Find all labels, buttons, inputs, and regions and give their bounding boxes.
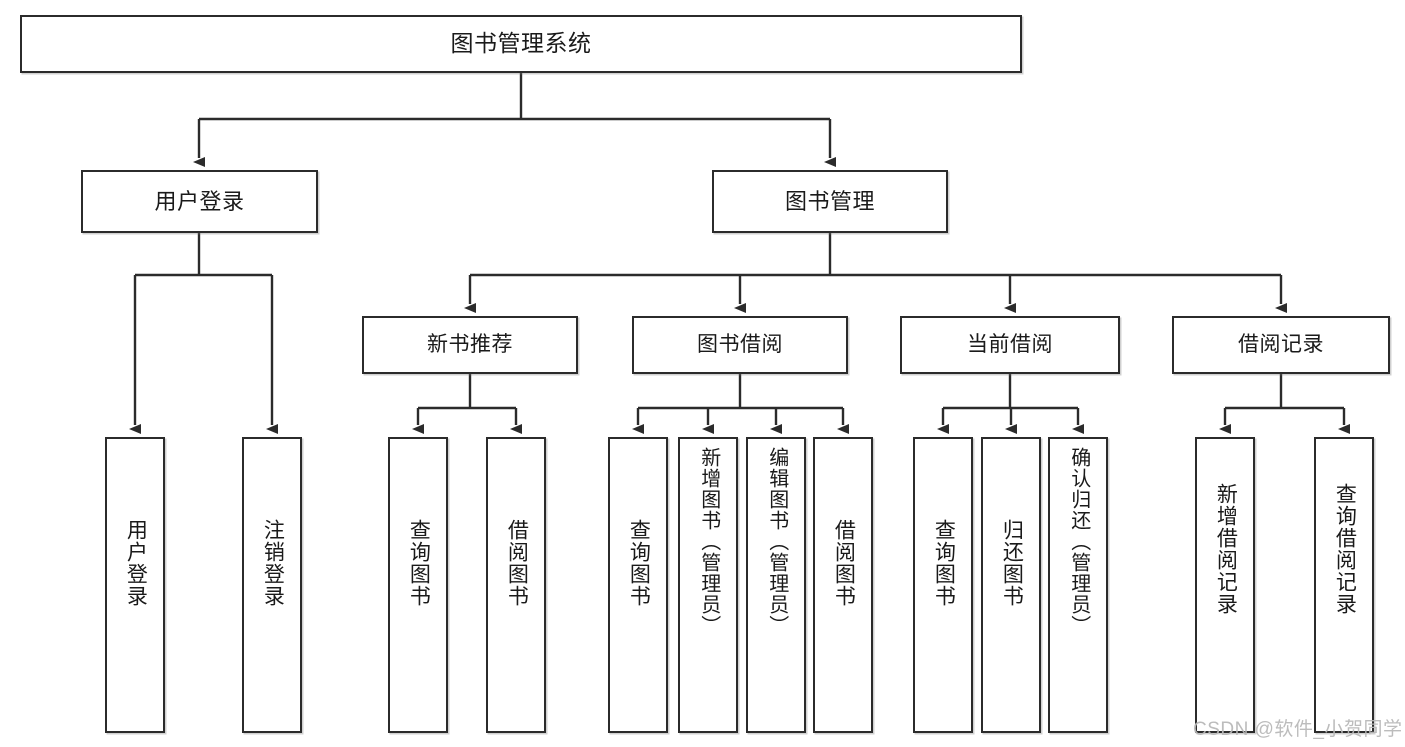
node-leaf-query-book-current[interactable]: 查询图书 (913, 437, 973, 733)
node-leaf-query-book-recommend[interactable]: 查询图书 (388, 437, 448, 733)
node-leaf-logout-login[interactable]: 注销登录 (242, 437, 302, 733)
node-label: 新书推荐 (427, 332, 513, 356)
node-label: 归还图书 (1000, 519, 1024, 607)
node-leaf-add-book[interactable]: 新增图书（管理员） (678, 437, 738, 733)
node-label: 借阅图书 (505, 519, 529, 607)
node-leaf-edit-book[interactable]: 编辑图书（管理员） (746, 437, 806, 733)
node-label: 查询图书 (407, 519, 431, 607)
node-user-login[interactable]: 用户登录 (81, 170, 318, 233)
node-label: 图书借阅 (697, 332, 783, 356)
node-leaf-user-login[interactable]: 用户登录 (105, 437, 165, 733)
node-borrow-record[interactable]: 借阅记录 (1172, 316, 1390, 374)
node-label: 图书管理系统 (450, 30, 592, 57)
node-label: 新增图书（管理员） (697, 447, 720, 636)
node-current-borrow[interactable]: 当前借阅 (900, 316, 1120, 374)
node-label: 查询图书 (932, 519, 956, 607)
node-book-borrow[interactable]: 图书借阅 (632, 316, 848, 374)
node-label: 查询图书 (627, 519, 651, 607)
node-label: 查询借阅记录 (1333, 483, 1357, 615)
node-label: 用户登录 (124, 519, 148, 607)
node-root-system[interactable]: 图书管理系统 (20, 15, 1022, 73)
node-leaf-confirm-return[interactable]: 确认归还（管理员） (1048, 437, 1108, 733)
csdn-watermark: CSDN @软件_小贺同学 (1193, 719, 1403, 740)
node-label: 用户登录 (154, 188, 245, 214)
node-leaf-return-book[interactable]: 归还图书 (981, 437, 1041, 733)
node-label: 新增借阅记录 (1214, 483, 1238, 615)
node-book-manage[interactable]: 图书管理 (712, 170, 948, 233)
node-leaf-borrow-book[interactable]: 借阅图书 (813, 437, 873, 733)
node-leaf-add-borrow-record[interactable]: 新增借阅记录 (1195, 437, 1255, 733)
node-label: 借阅记录 (1238, 332, 1324, 356)
node-label: 确认归还（管理员） (1067, 447, 1090, 636)
node-label: 编辑图书（管理员） (765, 447, 788, 636)
node-label: 注销登录 (261, 519, 285, 607)
node-leaf-borrow-book-recommend[interactable]: 借阅图书 (486, 437, 546, 733)
node-label: 图书管理 (784, 188, 875, 214)
node-label: 当前借阅 (967, 332, 1053, 356)
node-leaf-query-book-borrow[interactable]: 查询图书 (608, 437, 668, 733)
node-new-book-recommend[interactable]: 新书推荐 (362, 316, 578, 374)
node-leaf-query-borrow-record[interactable]: 查询借阅记录 (1314, 437, 1374, 733)
node-label: 借阅图书 (832, 519, 856, 607)
